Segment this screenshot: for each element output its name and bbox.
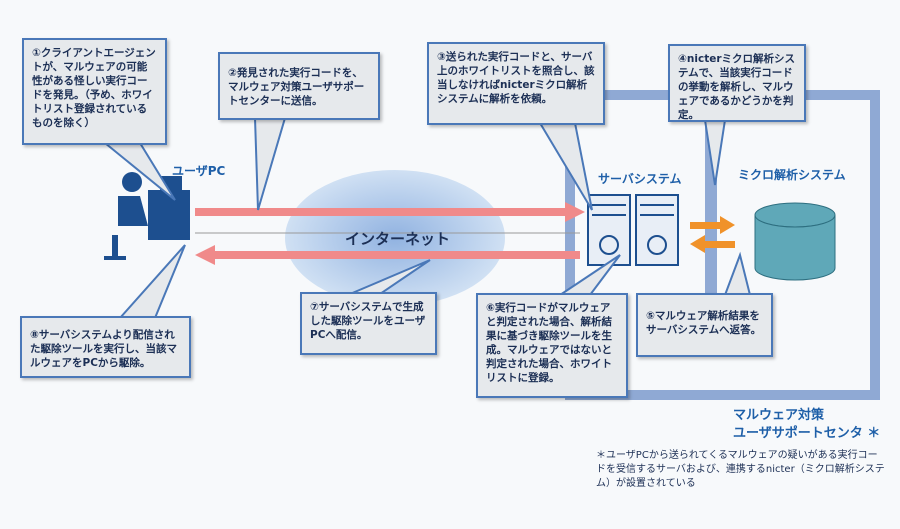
center-title-line2: ユーザサポートセンタ ＊ — [733, 426, 881, 441]
center-footnote: ＊ユーザPCから送られてくるマルウェアの疑いがある実行コードを受信するサーバおよ… — [596, 450, 885, 489]
internet-cloud — [285, 170, 505, 306]
request-arrow — [690, 216, 735, 234]
reply-arrow — [690, 235, 735, 253]
deliver-arrow — [195, 245, 580, 265]
callout-step-7: ⑦サーバシステムで生成した駆除ツールをユーザPCへ配信。 — [300, 292, 437, 355]
callout-step-6: ⑥実行コードがマルウェアと判定された場合、解析結果に基づき駆除ツールを生成。マル… — [476, 293, 628, 398]
micro-analysis-icon — [754, 202, 836, 281]
center-title-line1: マルウェア対策 — [733, 408, 825, 423]
internet-label: インターネット — [345, 230, 451, 248]
server-system-label: サーバシステム — [598, 172, 682, 186]
callout-step-3: ③送られた実行コードと、サーバ上のホワイトリストを照合し、該当しなければnict… — [427, 42, 605, 125]
callout-step-1: ①クライアントエージェントが、マルウェアの可能性がある怪しい実行コードを発見。（… — [22, 38, 167, 145]
user-pc-icon — [104, 172, 190, 260]
user-pc-label: ユーザPC — [172, 164, 226, 178]
callout-step-5: ⑤マルウェア解析結果をサーバシステムへ返答。 — [636, 293, 773, 357]
callout-step-8: ⑧サーバシステムより配信された駆除ツールを実行し、当該マルウェアをPCから駆除。 — [20, 316, 191, 378]
send-arrow — [195, 202, 585, 222]
callout-step-2: ②発見された実行コードを、マルウェア対策ユーザサポートセンターに送信。 — [218, 52, 380, 120]
callout-step-4: ④nicterミクロ解析システムで、当該実行コードの挙動を解析し、マルウェアであ… — [668, 44, 806, 122]
server-icon — [587, 194, 679, 266]
micro-analysis-label: ミクロ解析システム — [738, 168, 846, 182]
